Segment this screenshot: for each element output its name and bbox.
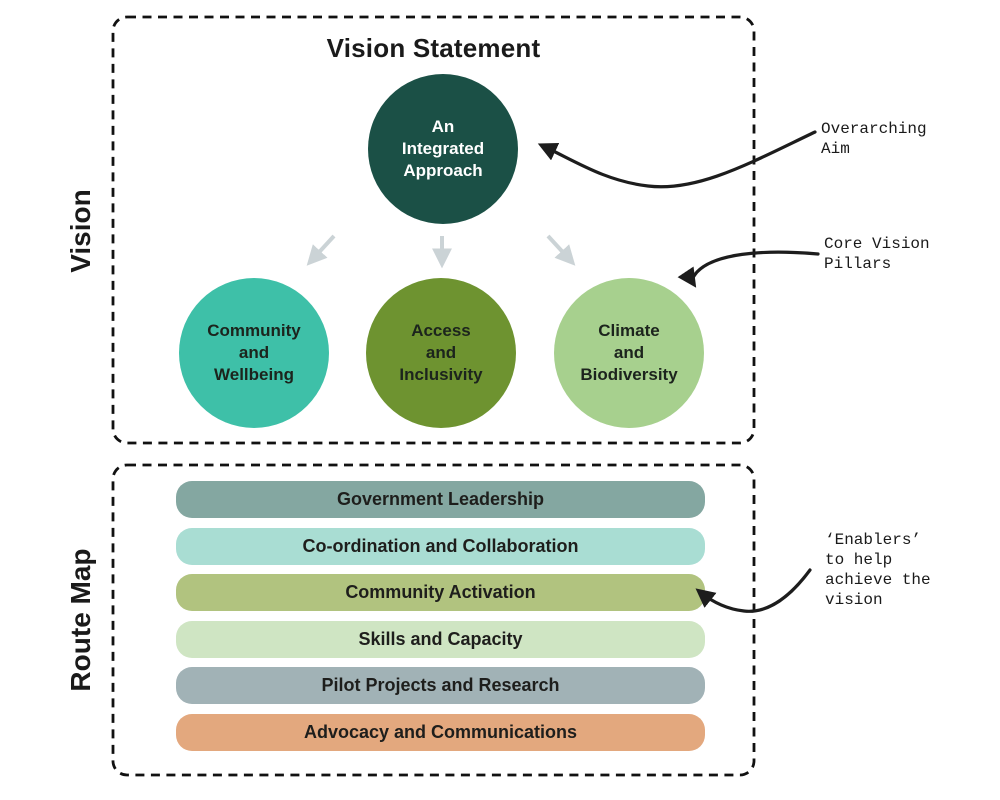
enabler-bar-advocacy-communications: Advocacy and Communications [176,714,705,751]
enabler-bar-coordination-collaboration: Co-ordination and Collaboration [176,528,705,565]
overarching-aim-annotation: Overarching Aim [821,120,927,158]
flow-arrow-right-icon [546,234,576,266]
enablers-arrow-icon [695,568,812,613]
enabler-bar-government-leadership: Government Leadership [176,481,705,518]
enabler-bar-community-activation: Community Activation [176,574,705,611]
enabler-bar-skills-capacity: Skills and Capacity [176,621,705,658]
vision-statement-title: Vision Statement [326,33,541,63]
vision-section-label: Vision [65,189,96,273]
pillar-circle-access-inclusivity: Access and Inclusivity [366,278,516,428]
pillar-circle-climate-biodiversity: Climate and Biodiversity [554,278,704,428]
route-map-section-label: Route Map [65,548,96,692]
core-pillars-arrow-icon [677,250,820,288]
overarching-aim-circle: An Integrated Approach [368,74,518,224]
enabler-bar-pilot-projects-research: Pilot Projects and Research [176,667,705,704]
pillar-circle-community-wellbeing: Community and Wellbeing [179,278,329,428]
overarching-aim-arrow-icon [537,130,817,189]
enablers-annotation: ‘Enablers’ to help achieve the vision [825,531,931,609]
core-vision-pillars-annotation: Core Vision Pillars [824,235,930,273]
flow-arrow-left-icon [306,234,336,266]
